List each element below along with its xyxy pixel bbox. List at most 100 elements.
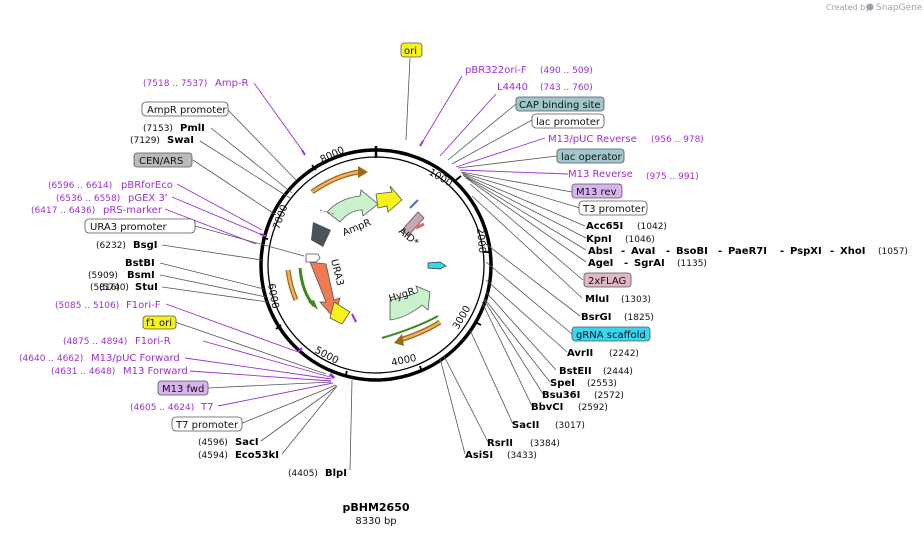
- bsteii-label[interactable]: BstEII: [559, 366, 592, 377]
- rsrii-pos: (3384): [530, 439, 560, 449]
- sgrai-label[interactable]: SgrAI: [634, 258, 665, 269]
- absi-label[interactable]: AbsI: [588, 246, 613, 257]
- tick-3000: [474, 321, 482, 326]
- pbr322ori-f-pos: (490 .. 509): [540, 66, 593, 76]
- ampr-promoter-block: [311, 222, 331, 247]
- lac-promoter-box[interactable]: [531, 113, 605, 129]
- f1-ori-feature[interactable]: [329, 301, 351, 325]
- acc65i-pos: (1042): [637, 222, 667, 232]
- backbone-outer: [259, 148, 493, 382]
- ura3-promoter-label: URA3 promoter: [90, 222, 168, 233]
- ampr-promoter-box[interactable]: [141, 101, 229, 117]
- prs-marker-label[interactable]: pRS-marker: [103, 205, 163, 216]
- amp-r-label[interactable]: Amp-R: [215, 78, 249, 89]
- ori-box[interactable]: [400, 42, 423, 58]
- f1-ori-box[interactable]: [142, 315, 177, 330]
- plasmid-name: pBHM2650: [342, 501, 409, 514]
- t3-promoter-box[interactable]: [578, 200, 648, 216]
- m13-fwd-box[interactable]: [157, 380, 209, 396]
- avai-label[interactable]: AvaI: [631, 246, 655, 257]
- pmli-label[interactable]: PmlI: [180, 123, 205, 134]
- m13puc-fwd-label[interactable]: M13/pUC Forward: [91, 353, 180, 364]
- sacii-label[interactable]: SacII: [512, 420, 539, 431]
- ura3-promoter-feature[interactable]: [305, 253, 321, 263]
- pgex3-pos: (6536 .. 6558): [56, 194, 120, 204]
- avrii-label[interactable]: AvrII: [567, 348, 593, 359]
- swai-pos: (7129): [130, 136, 160, 146]
- spei-label[interactable]: SpeI: [550, 378, 575, 389]
- spei-pos: (2553): [587, 379, 617, 389]
- sep-4: -: [780, 246, 784, 257]
- f1ori-f-label[interactable]: F1ori-F: [126, 300, 161, 311]
- f1ori-r-pos: (4875 .. 4894): [63, 337, 127, 347]
- aid-feature[interactable]: [401, 211, 425, 237]
- cen-ars-box[interactable]: [133, 152, 193, 168]
- bbvci-pos: (2592): [578, 403, 608, 413]
- tick-marks: [261, 164, 491, 378]
- l4440-label[interactable]: L4440: [497, 82, 528, 93]
- cap-site-label: CAP binding site: [519, 100, 601, 111]
- paer7i-label[interactable]: PaeR7I: [728, 246, 767, 257]
- bbvci-label[interactable]: BbvCI: [531, 402, 563, 413]
- ampr-gene[interactable]: [326, 189, 379, 223]
- ampr-promoter-label: AmpR promoter: [147, 105, 227, 116]
- saci-label[interactable]: SacI: [235, 437, 259, 448]
- pbrforeco-label[interactable]: pBRforEco: [121, 180, 173, 191]
- tick-7000: [261, 237, 269, 240]
- ampr-label: AmpR: [341, 217, 373, 238]
- m13puc-rev-label[interactable]: M13/pUC Reverse: [548, 134, 637, 145]
- bsu36i-label[interactable]: Bsu36I: [542, 390, 580, 401]
- ori-feature[interactable]: [375, 185, 403, 213]
- sep-6: -: [624, 258, 628, 269]
- t7-label[interactable]: T7: [200, 402, 213, 413]
- mlui-pos: (1303): [621, 295, 651, 305]
- t7-promoter-box[interactable]: [171, 416, 243, 432]
- t3-promoter-label: T3 promoter: [582, 204, 646, 215]
- bsgi-label[interactable]: BsgI: [133, 240, 157, 251]
- grna-box[interactable]: [571, 326, 651, 342]
- f1ori-r-label[interactable]: F1ori-R: [135, 336, 171, 347]
- bsrgi-label[interactable]: BsrGI: [581, 312, 611, 323]
- eco53ki-label[interactable]: Eco53kI: [235, 450, 279, 461]
- hygr-gene[interactable]: [389, 285, 431, 321]
- tick-label-4000: 4000: [390, 353, 417, 369]
- swai-label[interactable]: SwaI: [167, 135, 194, 146]
- snapgene-brand: SnapGene: [876, 3, 923, 13]
- pbr322ori-f-label[interactable]: pBR322ori-F: [465, 65, 527, 76]
- stui-label[interactable]: StuI: [135, 282, 158, 293]
- sep-2: -: [666, 246, 670, 257]
- pspxi-label[interactable]: PspXI: [790, 246, 822, 257]
- blpi-label[interactable]: BlpI: [325, 468, 347, 479]
- bsmi-label[interactable]: BsmI: [127, 270, 155, 281]
- tick-label-7000: 7000: [271, 203, 290, 231]
- ura3-label: URA3: [328, 258, 345, 287]
- ura3-promoter-box[interactable]: [84, 218, 196, 234]
- t7-promoter-label: T7 promoter: [175, 420, 239, 431]
- stui-pos: (5740): [99, 283, 129, 293]
- ampr-arrowhead-icon: [358, 166, 368, 178]
- m13-rev-box[interactable]: [571, 183, 623, 199]
- agei-label[interactable]: AgeI: [588, 258, 613, 269]
- amp-r-pos: (7518 .. 7537): [143, 79, 207, 89]
- asisi-label[interactable]: AsiSI: [465, 450, 493, 461]
- m13-reverse-label[interactable]: M13 Reverse: [568, 169, 633, 180]
- bstbi-label[interactable]: BstBI: [125, 258, 155, 269]
- xhoi-label[interactable]: XhoI: [840, 246, 865, 257]
- lac-operator-box[interactable]: [556, 148, 625, 164]
- grna-feature[interactable]: [427, 261, 447, 270]
- bsobi-label[interactable]: BsoBI: [676, 246, 708, 257]
- cap-site-box[interactable]: [515, 96, 605, 112]
- 2xflag-box[interactable]: [583, 272, 632, 288]
- kpni-label[interactable]: KpnI: [586, 234, 612, 245]
- m13-forward-label[interactable]: M13 Forward: [123, 366, 188, 377]
- pgex3-label[interactable]: pGEX 3': [128, 193, 168, 204]
- acc65i-label[interactable]: Acc65I: [586, 221, 623, 232]
- sep-3: -: [718, 246, 722, 257]
- cen-ars-label: CEN/ARS: [139, 156, 183, 167]
- bsteii-pos: (2444): [603, 367, 633, 377]
- rsrii-label[interactable]: RsrII: [487, 438, 513, 449]
- m13puc-rev-pos: (956 .. 978): [651, 135, 704, 145]
- lac-operator-label: lac operator: [561, 152, 622, 163]
- mlui-label[interactable]: MluI: [585, 294, 609, 305]
- t7-pos: (4605 .. 4624): [130, 403, 194, 413]
